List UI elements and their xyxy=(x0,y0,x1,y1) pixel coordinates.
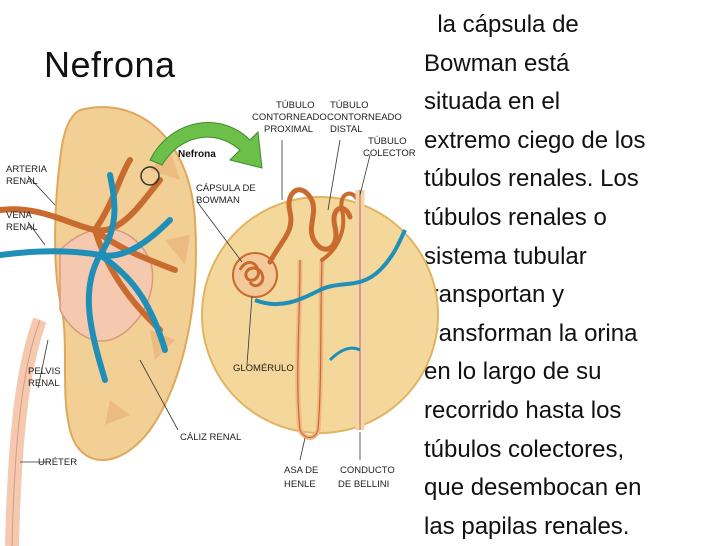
label-arteria-renal-2: RENAL xyxy=(6,176,38,187)
ureter xyxy=(5,317,47,546)
label-vena-renal-2: RENAL xyxy=(6,222,38,233)
label-tubulo-distal-3: DISTAL xyxy=(330,124,363,135)
peritubular-vessel xyxy=(254,229,407,307)
label-tubulo-distal-2: CONTORNEADO xyxy=(327,112,402,123)
body-line: situada en el xyxy=(424,88,561,116)
body-line: las papilas renales. xyxy=(424,512,630,540)
label-capsula-2: BOWMAN xyxy=(196,195,240,206)
body-line: recorrido hasta los xyxy=(424,396,622,424)
label-conducto-bellini-2: DE BELLINI xyxy=(338,479,389,490)
body-line: túbulos renales. Los xyxy=(424,165,639,193)
label-glomerulo: GLOMÉRULO xyxy=(233,363,294,374)
label-tubulo-colector-2: COLECTOR xyxy=(363,148,416,159)
zoom-arrow xyxy=(149,122,263,169)
body-line: que desembocan en xyxy=(424,474,642,502)
kidney-illustration xyxy=(0,106,197,546)
label-tubulo-distal-1: TÚBULO xyxy=(330,100,369,111)
label-arteria-renal-1: ARTERIA xyxy=(6,164,48,175)
label-tubulo-colector-1: TÚBULO xyxy=(368,136,407,147)
label-pelvis-renal-2: RENAL xyxy=(28,378,60,389)
label-caliz-renal: CÁLIZ RENAL xyxy=(180,432,241,443)
label-vena-renal-1: VENA xyxy=(6,210,33,221)
proximal-tubule xyxy=(267,187,353,265)
label-pelvis-renal-1: PELVIS xyxy=(28,366,61,377)
body-line: sistema tubular xyxy=(424,242,587,270)
body-line: extremo ciego de los xyxy=(424,126,646,154)
label-ureter: URÉTER xyxy=(38,457,77,468)
leader-lines xyxy=(20,139,371,463)
label-tubulo-proximal-1: TÚBULO xyxy=(276,100,315,111)
body-line: la cápsula de xyxy=(424,11,579,38)
label-nefrona: Nefrona xyxy=(178,149,216,160)
glomerulus xyxy=(238,261,265,288)
body-line: en lo largo de su xyxy=(424,358,602,386)
slide-title: Nefrona xyxy=(44,44,176,85)
label-asa-henle-1: ASA DE xyxy=(284,465,318,476)
body-line: transforman la orina xyxy=(424,319,638,347)
nephron-highlight-circle xyxy=(140,166,160,186)
label-tubulo-proximal-2: CONTORNEADO xyxy=(252,112,327,123)
distal-tubule xyxy=(320,191,360,262)
body-line: túbulos colectores, xyxy=(424,435,625,463)
body-line: Bowman está xyxy=(424,49,570,77)
nephron-magnified-view xyxy=(201,187,439,440)
body-line: transportan y xyxy=(424,281,565,309)
label-capsula-1: CÁPSULA DE xyxy=(196,183,256,194)
renal-vein xyxy=(0,172,173,383)
label-conducto-bellini-1: CONDUCTO xyxy=(340,465,395,476)
slide-body-text: la cápsula de Bowman está situada en el … xyxy=(424,6,720,546)
label-tubulo-proximal-3: PROXIMAL xyxy=(264,124,313,135)
renal-artery xyxy=(0,157,178,333)
label-asa-henle-2: HENLE xyxy=(284,479,316,490)
body-line: túbulos renales o xyxy=(424,203,607,231)
